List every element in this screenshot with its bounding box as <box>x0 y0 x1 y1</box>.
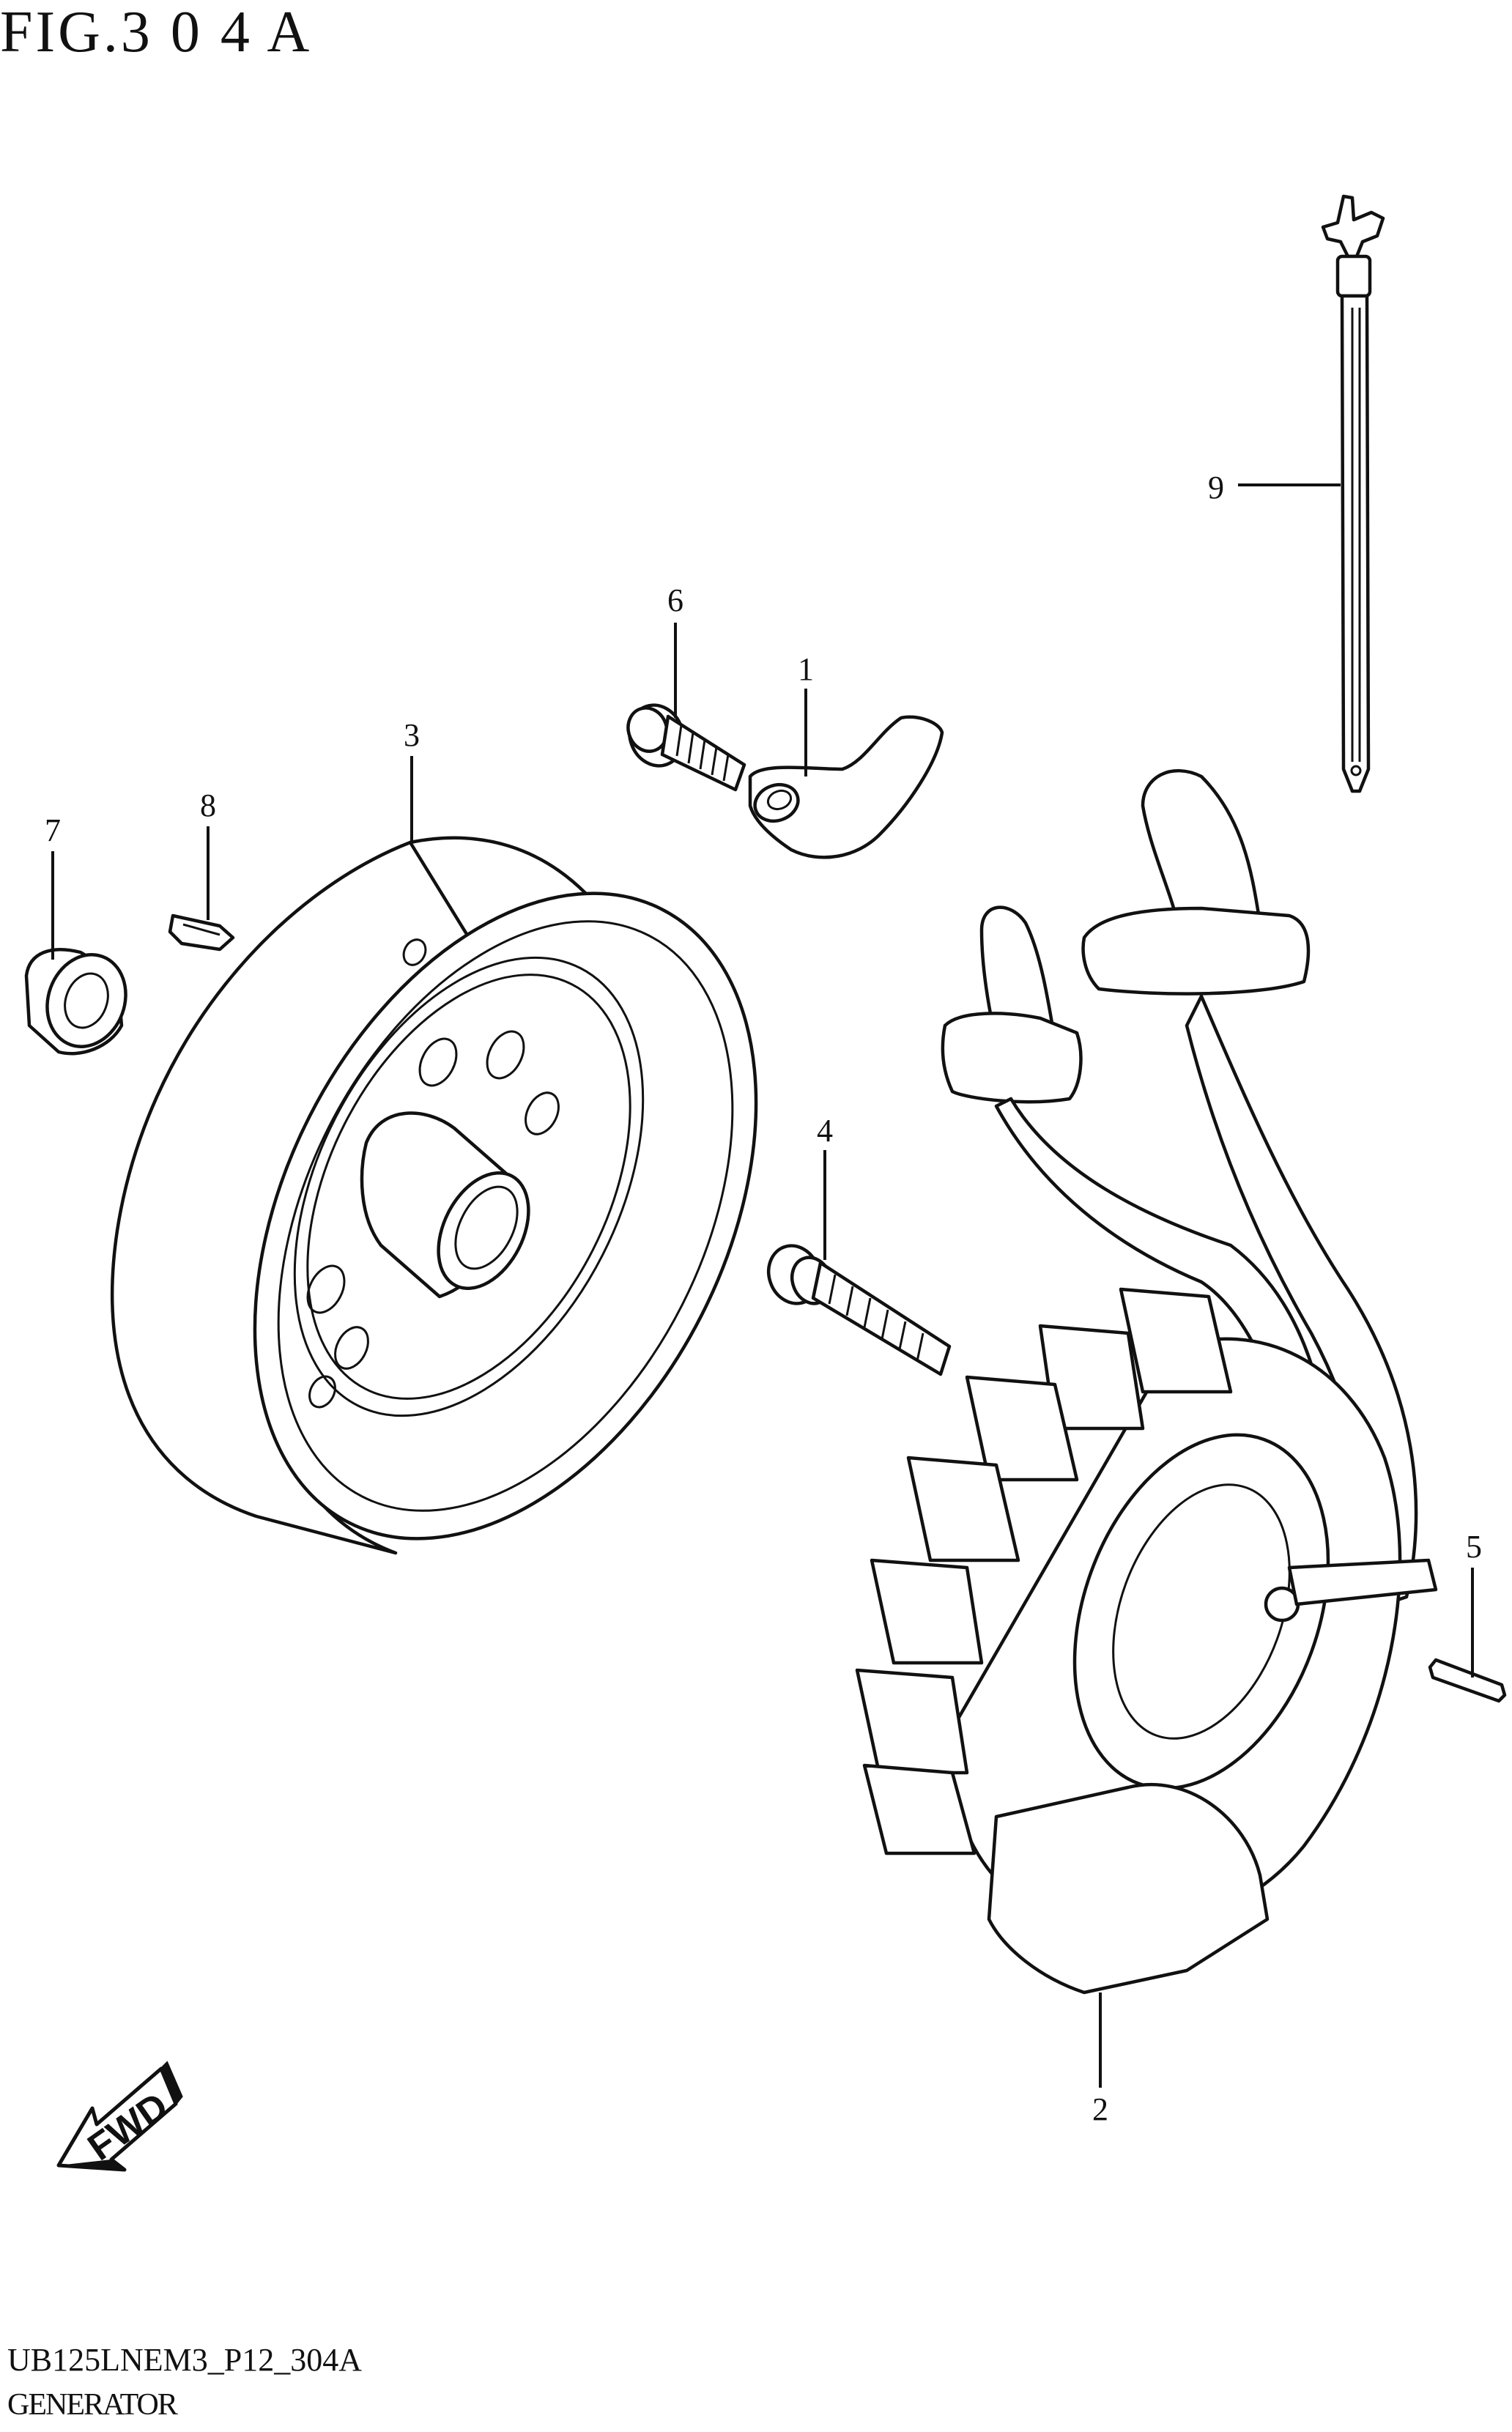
stator-coils <box>855 1287 1233 1855</box>
callout-4: 4 <box>817 1113 833 1149</box>
figure-title: FIG.3 0 4 A <box>0 0 313 64</box>
callout-9: 9 <box>1208 470 1224 505</box>
flange-nut-part <box>24 948 127 1056</box>
leader-lines <box>51 483 1474 2088</box>
rotor-part <box>111 836 758 1555</box>
callout-7: 7 <box>45 812 61 848</box>
callout-2: 2 <box>1092 2091 1108 2127</box>
figure-code: UB125LNEM3_P12_304A <box>7 2342 363 2378</box>
figure-name: GENERATOR <box>7 2388 178 2422</box>
key-part <box>168 913 235 952</box>
callout-3: 3 <box>404 717 420 753</box>
cable-tie-part <box>1321 194 1385 793</box>
callout-6: 6 <box>667 582 683 618</box>
callout-8: 8 <box>200 787 216 823</box>
stator-part <box>855 768 1438 1995</box>
flange-bolt-part <box>626 703 746 792</box>
callout-1: 1 <box>798 651 814 687</box>
dowel-pin-part <box>1428 1658 1507 1703</box>
callout-5: 5 <box>1466 1529 1482 1565</box>
stator-bolt-part <box>766 1244 952 1376</box>
wire-guide-part <box>748 715 944 859</box>
fwd-arrow-icon: FWD <box>56 2061 183 2172</box>
